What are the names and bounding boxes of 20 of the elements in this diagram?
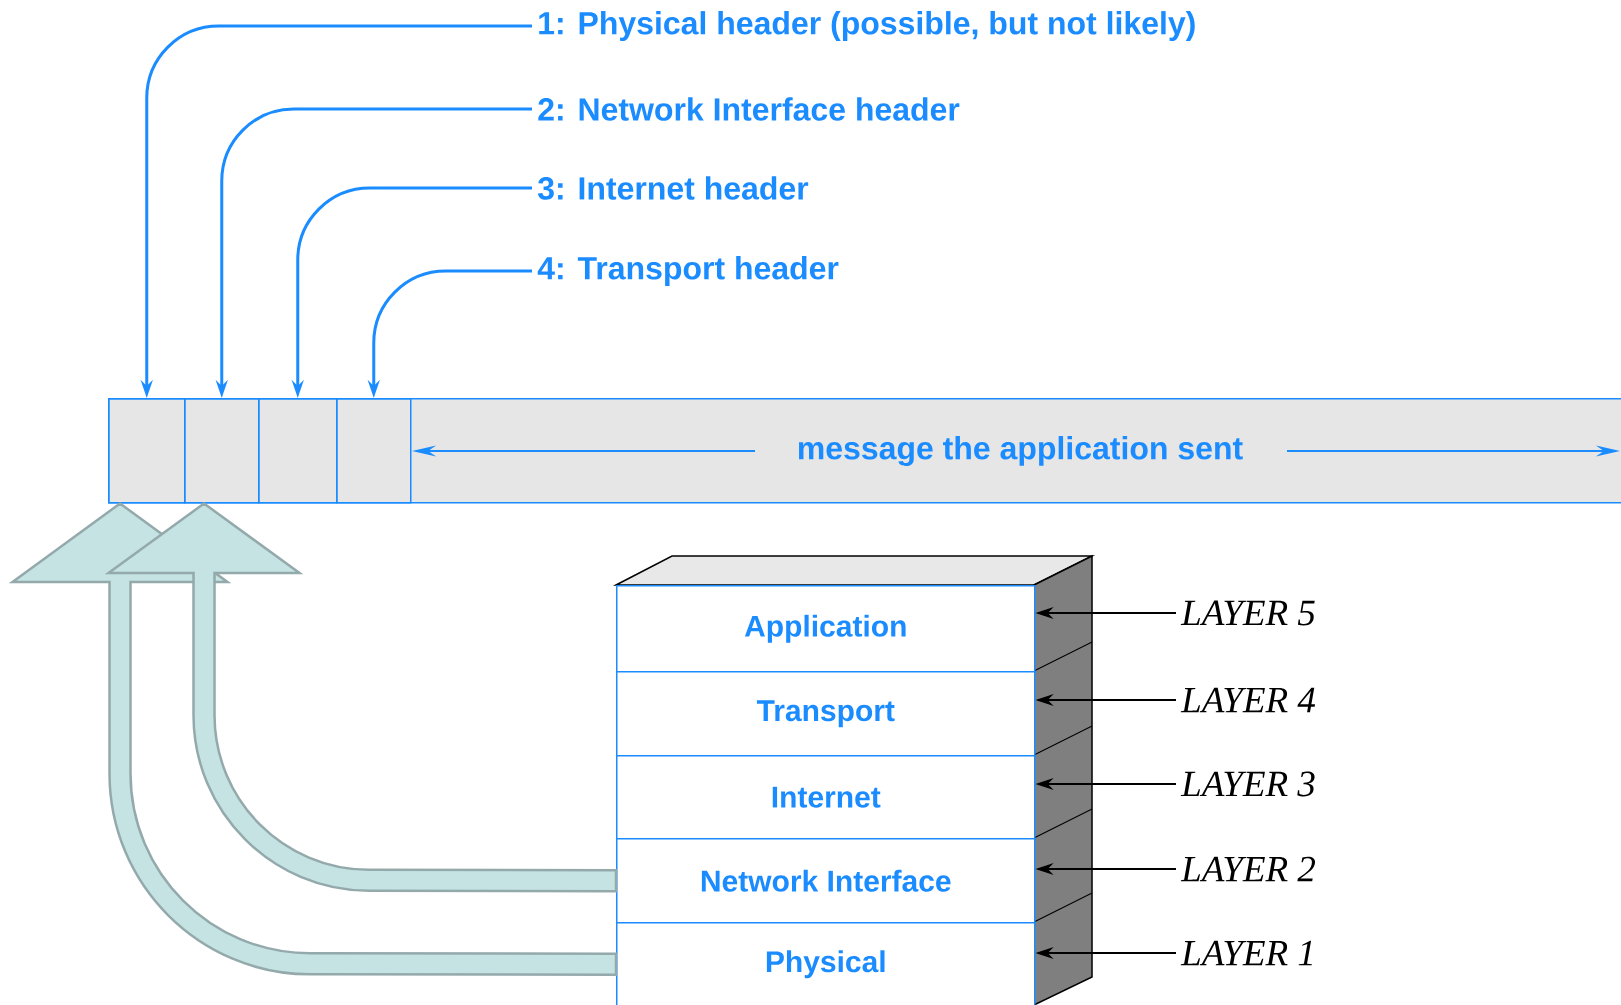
layer-label: LAYER 3 (1180, 771, 1315, 797)
packet-bar: message the application sent (108, 398, 1621, 504)
layer-box: Network Interface (616, 838, 1036, 924)
block-arrow (107, 502, 618, 893)
header-cell (336, 398, 412, 504)
layer-label: LAYER 5 (1180, 600, 1315, 626)
layer-box: Physical (616, 922, 1036, 1005)
layer-label: LAYER 4 (1180, 687, 1316, 713)
header-label: 4: Transport header (537, 256, 839, 286)
header-label: 2: Network Interface header (538, 97, 960, 121)
header-cell (184, 398, 260, 504)
layer-box: Application (616, 585, 1036, 673)
header-cell (108, 398, 186, 504)
layer-box: Transport (616, 671, 1036, 757)
header-label: 1: Physical header (possible, but not likely) (539, 11, 1195, 41)
header-cell (258, 398, 338, 504)
header-label: 3: Internet header (537, 176, 809, 200)
layer-label: LAYER 2 (1180, 856, 1316, 882)
layer-label: LAYER 1 (1180, 940, 1312, 966)
layer-box: Internet (616, 755, 1036, 840)
